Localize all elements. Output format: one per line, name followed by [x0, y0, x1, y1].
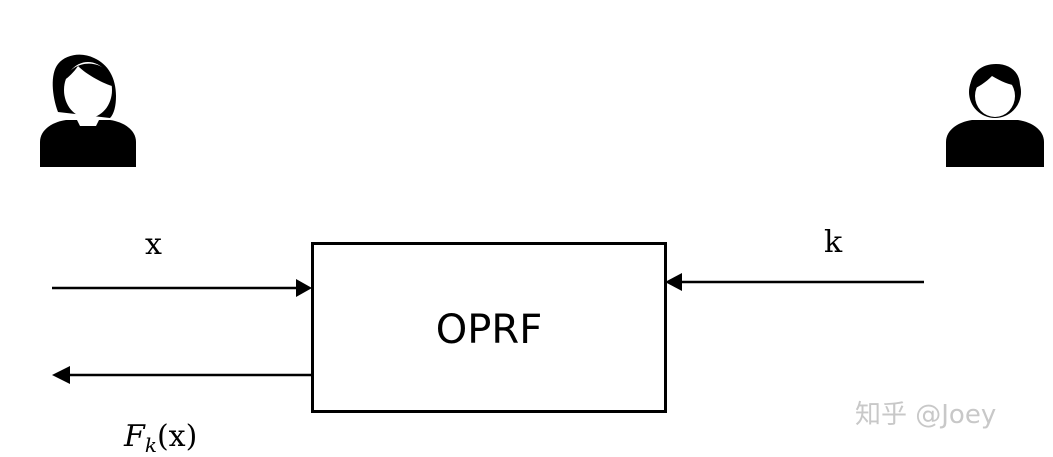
server-input-label: k	[824, 225, 843, 260]
woman-user-icon	[40, 54, 136, 167]
output-arg: (x)	[156, 419, 198, 454]
output-subscript: k	[144, 433, 157, 457]
output-label: Fk(x)	[124, 419, 197, 457]
input-arrow-k	[665, 273, 924, 291]
input-arrow-x	[52, 279, 312, 297]
output-arrow-fk	[52, 366, 311, 384]
oprf-label: OPRF	[435, 307, 543, 353]
watermark: 知乎 @Joey	[855, 400, 997, 430]
output-func: F	[124, 419, 145, 454]
oprf-box: OPRF	[311, 242, 667, 413]
client-input-label: x	[145, 227, 162, 262]
man-user-icon	[946, 64, 1044, 167]
